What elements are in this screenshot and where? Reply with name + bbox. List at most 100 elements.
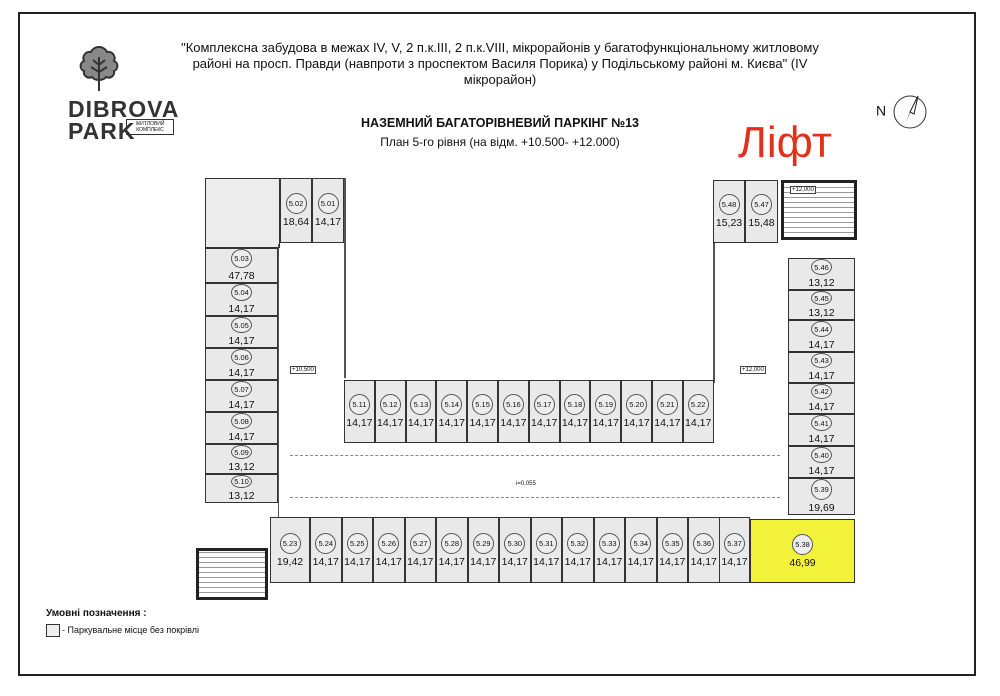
space-area: 14,17 <box>228 431 255 443</box>
drawing-frame <box>18 12 976 676</box>
space-area: 14,17 <box>469 417 496 429</box>
space-number: 5.20 <box>626 394 648 415</box>
north-indicator: N <box>876 92 930 132</box>
parking-space[interactable]: 5.20 14,17 <box>621 380 652 443</box>
space-number: 5.41 <box>811 415 832 431</box>
parking-space[interactable]: 5.08 14,17 <box>205 412 278 444</box>
space-area: 14,17 <box>623 417 650 429</box>
space-number: 5.37 <box>724 532 745 554</box>
space-area: 15,48 <box>748 217 775 229</box>
space-area: 14,17 <box>346 417 373 429</box>
parking-space[interactable]: 5.39 19,69 <box>788 478 855 515</box>
legend-title: Умовні позначення : <box>46 608 147 619</box>
space-number: 5.22 <box>687 394 709 415</box>
wall-right-inner <box>713 243 715 383</box>
wall-left-inner <box>344 178 346 378</box>
space-area: 14,17 <box>312 555 339 568</box>
space-area: 14,17 <box>228 335 255 347</box>
space-number: 5.48 <box>718 194 740 215</box>
space-number: 5.11 <box>348 394 370 415</box>
space-area: 14,17 <box>564 555 591 568</box>
space-number: 5.08 <box>231 413 252 429</box>
space-area: 18,64 <box>282 216 310 228</box>
parking-space[interactable]: 5.11 14,17 <box>344 380 375 443</box>
space-area: 14,17 <box>375 555 402 568</box>
space-number: 5.03 <box>231 249 252 268</box>
level-mark-right: +12,000 <box>740 366 766 374</box>
drive-lane <box>290 497 780 498</box>
space-area: 19,69 <box>808 502 835 514</box>
space-number: 5.39 <box>811 479 832 500</box>
logo-tag: ЖИТЛОВИЙ КОМПЛЕКС <box>126 119 174 135</box>
legend-item: - Паркувальне місце без покрівлі <box>62 625 199 635</box>
space-number: 5.06 <box>231 349 252 365</box>
space-area: 13,12 <box>808 277 835 289</box>
space-number: 5.45 <box>811 291 832 305</box>
space-area: 14,17 <box>721 555 748 568</box>
left-upper-area <box>205 178 280 248</box>
space-number: 5.31 <box>535 532 557 554</box>
space-number: 5.34 <box>630 532 652 554</box>
space-area: 14,17 <box>228 303 255 315</box>
space-area: 14,17 <box>228 367 255 379</box>
parking-space[interactable]: 5.06 14,17 <box>205 348 278 380</box>
legend-swatch <box>46 624 60 637</box>
space-number: 5.25 <box>346 532 368 554</box>
space-number: 5.42 <box>811 384 832 399</box>
space-area: 14,17 <box>627 555 654 568</box>
space-area: 14,17 <box>314 216 342 228</box>
space-number: 5.21 <box>656 394 678 415</box>
space-number: 5.12 <box>379 394 401 415</box>
space-number: 5.35 <box>661 532 683 554</box>
space-number: 5.40 <box>811 447 832 463</box>
space-number: 5.07 <box>231 381 252 397</box>
space-number: 5.09 <box>231 445 252 459</box>
space-number: 5.23 <box>279 532 301 554</box>
space-number: 5.32 <box>567 532 589 554</box>
space-number: 5.28 <box>441 532 463 554</box>
